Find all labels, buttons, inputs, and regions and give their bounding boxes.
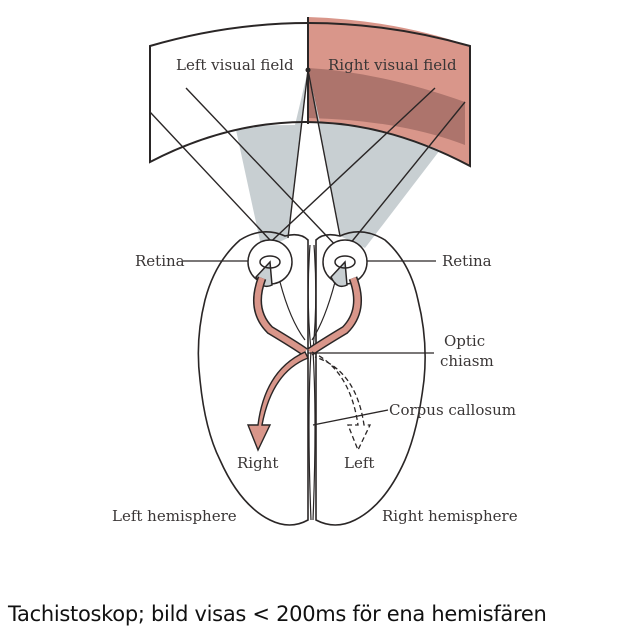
longitudinal-fissure bbox=[307, 244, 317, 521]
left-hemisphere-outline bbox=[197, 231, 309, 526]
left-visual-field-label: Left visual field bbox=[176, 56, 294, 74]
right-field-pathway-arrow bbox=[246, 351, 309, 452]
right-field-overlap-region bbox=[308, 68, 465, 145]
visual-field-band-outline bbox=[149, 22, 471, 168]
left-eye-light-cone bbox=[236, 70, 308, 250]
retina-right-label: Retina bbox=[442, 252, 492, 270]
caption: Tachistoskop; bild visas < 200ms för ena… bbox=[8, 602, 547, 626]
left-hemisphere-label: Left hemisphere bbox=[112, 507, 237, 525]
left-field-pathway-arrow bbox=[311, 351, 372, 452]
sight-lines bbox=[149, 69, 466, 251]
arrow-right-label: Right bbox=[237, 454, 278, 472]
right-hemisphere-label: Right hemisphere bbox=[382, 507, 518, 525]
corpus-callosum-label: Corpus callosum bbox=[389, 401, 516, 419]
right-hemisphere-outline bbox=[315, 231, 426, 526]
left-eye bbox=[247, 239, 293, 288]
optic-chiasm-label-line2: chiasm bbox=[440, 352, 494, 370]
visual-pathway-diagram: Left visual field Right visual field Ret… bbox=[112, 17, 518, 526]
right-eye bbox=[322, 239, 368, 288]
right-eye-light-cone bbox=[308, 70, 440, 248]
right-visual-field-label: Right visual field bbox=[328, 56, 457, 74]
retina-left-label: Retina bbox=[135, 252, 185, 270]
optic-nerves bbox=[253, 276, 362, 356]
optic-chiasm-label-line1: Optic bbox=[444, 332, 485, 350]
arrow-left-label: Left bbox=[344, 454, 374, 472]
leader-lines bbox=[183, 260, 436, 426]
